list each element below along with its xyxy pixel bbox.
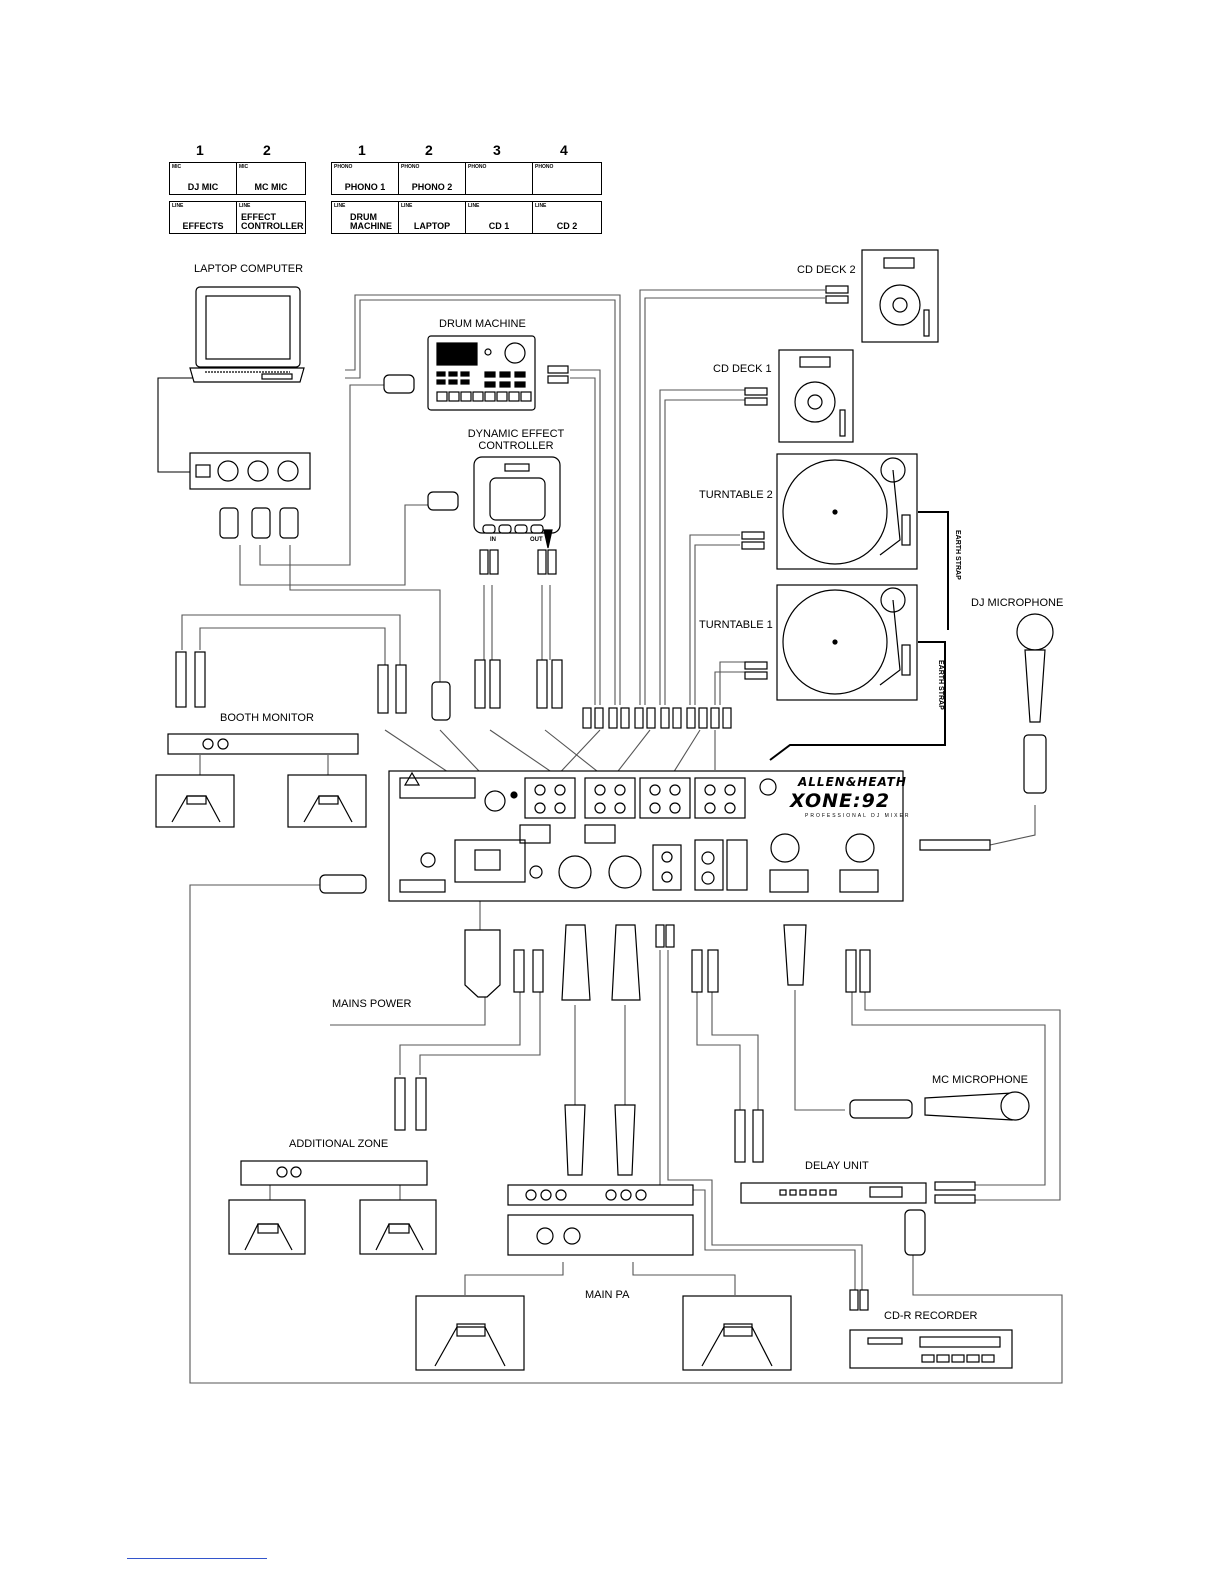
channel-cell: LINE DRUM MACHINE	[332, 202, 399, 233]
channel-number-2: 2	[263, 142, 271, 158]
channel-number-2: 2	[425, 142, 433, 158]
channel-cell: MIC MC MIC	[237, 163, 305, 194]
turntable-1	[744, 584, 918, 701]
cd-r-recorder	[849, 1329, 1013, 1369]
label-earth-strap: EARTH STRAP	[954, 530, 961, 580]
channel-tag: LINE	[468, 203, 480, 209]
channel-cell: LINE EFFECTS	[170, 202, 237, 233]
label-main-pa: MAIN PA	[585, 1289, 630, 1301]
mixer-brand: ALLEN&HEATH	[798, 775, 907, 789]
channel-source: CD 2	[556, 221, 578, 231]
mc-microphone	[924, 1091, 1030, 1121]
channel-number-4: 4	[560, 142, 568, 158]
channel-tag: LINE	[239, 203, 251, 209]
channel-cell: MIC DJ MIC	[170, 163, 237, 194]
laptop-computer	[189, 286, 305, 383]
channel-source: PHONO 1	[344, 182, 386, 192]
phono-channel-table-bottom: LINE DRUM MACHINE LINE LAPTOP LINE CD 1 LIN…	[331, 201, 602, 234]
channel-source: MC MIC	[254, 182, 288, 192]
xone-92-mixer	[388, 770, 904, 902]
label-turntable-1: TURNTABLE 1	[699, 619, 773, 631]
label-booth-monitor: BOOTH MONITOR	[220, 712, 314, 724]
channel-source: PHONO 2	[411, 182, 453, 192]
channel-tag: LINE	[535, 203, 547, 209]
channel-cell: PHONO	[466, 163, 533, 194]
channel-cell: PHONO PHONO 1	[332, 163, 399, 194]
dynamic-effect-controller	[427, 456, 561, 575]
label-effect-out: OUT	[530, 537, 543, 543]
turntable-2	[741, 453, 918, 570]
label-mains-power: MAINS POWER	[332, 998, 412, 1010]
cd-deck-2	[825, 249, 939, 343]
channel-source: EFFECT CONTROLLER	[241, 212, 304, 231]
channel-cell: LINE CD 2	[533, 202, 601, 233]
label-laptop-computer: LAPTOP COMPUTER	[194, 263, 304, 275]
channel-tag: PHONO	[468, 164, 487, 170]
channel-cell: PHONO PHONO 2	[399, 163, 466, 194]
footer-rule	[127, 1558, 267, 1559]
channel-source: CD 1	[488, 221, 510, 231]
channel-cell: LINE LAPTOP	[399, 202, 466, 233]
channel-number-1: 1	[358, 142, 366, 158]
channel-source: LAPTOP	[413, 221, 451, 231]
channel-cell: PHONO	[533, 163, 601, 194]
channel-tag: MIC	[172, 164, 182, 170]
label-additional-zone: ADDITIONAL ZONE	[289, 1138, 389, 1150]
main-pa-rack	[507, 1184, 694, 1256]
channel-tag: LINE	[172, 203, 184, 209]
channel-number-3: 3	[493, 142, 501, 158]
channel-source: EFFECTS	[182, 221, 224, 231]
mixer-model: XONE:92	[790, 790, 891, 812]
additional-zone	[228, 1160, 437, 1255]
channel-source: DJ MIC	[187, 182, 219, 192]
dj-microphone	[919, 613, 1054, 851]
cd-deck-1	[744, 349, 854, 443]
mains-plug	[464, 929, 501, 998]
label-dj-microphone: DJ MICROPHONE	[971, 597, 1064, 609]
channel-tag: MIC	[239, 164, 249, 170]
label-effect-in: IN	[490, 537, 496, 543]
phono-channel-table-top: PHONO PHONO 1 PHONO PHONO 2 PHONO PHONO	[331, 162, 602, 195]
label-delay-unit: DELAY UNIT	[805, 1160, 869, 1172]
label-earth-strap: EARTH STRAP	[937, 660, 944, 710]
label-turntable-2: TURNTABLE 2	[699, 489, 773, 501]
mic-channel-table-top: MIC DJ MIC MIC MC MIC	[169, 162, 306, 195]
midi-interface	[189, 452, 311, 539]
channel-cell: LINE EFFECT CONTROLLER	[237, 202, 305, 233]
channel-tag: LINE	[401, 203, 413, 209]
main-pa-speakers	[415, 1295, 792, 1371]
booth-monitor	[155, 733, 367, 828]
label-cd-deck-2: CD DECK 2	[797, 264, 856, 276]
label-drum-machine: DRUM MACHINE	[439, 318, 526, 330]
mic-channel-table-bottom: LINE EFFECTS LINE EFFECT CONTROLLER	[169, 201, 306, 234]
channel-source: DRUM MACHINE	[350, 212, 392, 231]
channel-tag: PHONO	[334, 164, 353, 170]
channel-tag: LINE	[334, 203, 346, 209]
label-cd-r-recorder: CD-R RECORDER	[884, 1310, 978, 1322]
drum-machine	[383, 335, 569, 411]
mixer-subtitle: PROFESSIONAL DJ MIXER	[805, 813, 911, 819]
channel-tag: PHONO	[401, 164, 420, 170]
input-jacks-row	[175, 651, 732, 729]
channel-tag: PHONO	[535, 164, 554, 170]
delay-unit	[740, 1182, 927, 1204]
channel-cell: LINE CD 1	[466, 202, 533, 233]
label-dynamic-effect-controller: DYNAMIC EFFECT CONTROLLER	[467, 428, 565, 452]
label-cd-deck-1: CD DECK 1	[713, 363, 772, 375]
label-mc-microphone: MC MICROPHONE	[932, 1074, 1028, 1086]
channel-number-1: 1	[196, 142, 204, 158]
